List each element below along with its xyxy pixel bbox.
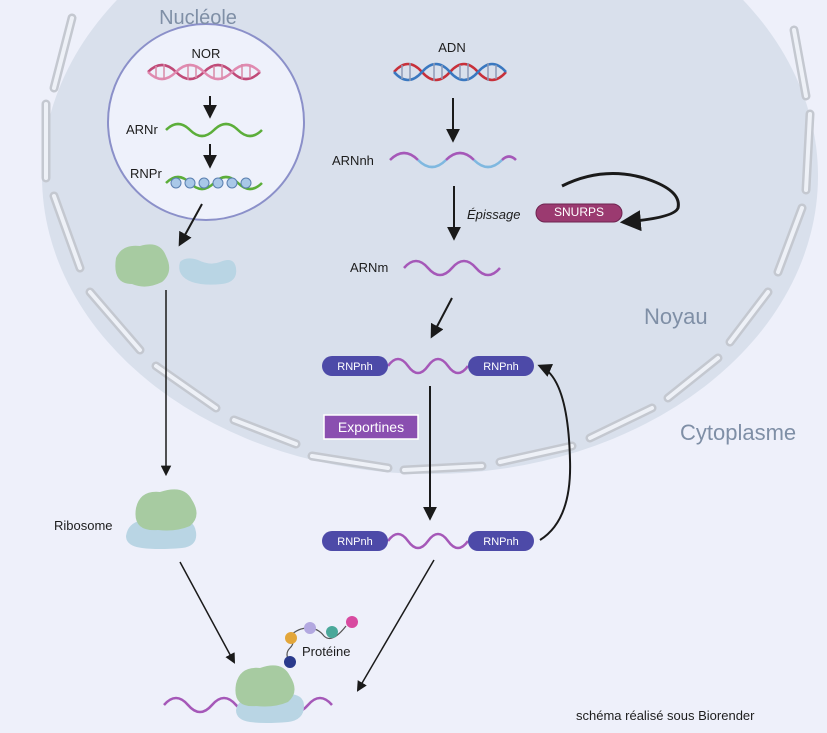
rnpnh-complex-nuclear — [322, 356, 534, 376]
exportines-label: Exportines — [338, 419, 404, 435]
snurps-label: SNURPS — [554, 205, 604, 219]
proteine-label: Protéine — [302, 644, 350, 659]
translating-ribosome — [235, 665, 304, 723]
rnpnh-complex-cytoplasmic — [322, 531, 534, 551]
rnpnh-label-cyto-left: RNPnh — [337, 536, 372, 548]
arrow-rnpr-to-subunits — [178, 203, 203, 247]
rnpr-label: RNPr — [130, 166, 162, 181]
adn-label: ADN — [438, 40, 465, 55]
arnr-label: ARNr — [126, 122, 158, 137]
arrow-snurps-cycle — [561, 172, 680, 232]
exportines-box — [323, 414, 419, 440]
arnm-label: ARNm — [350, 260, 388, 275]
rnpnh-label-cyto-right: RNPnh — [483, 536, 518, 548]
arrow-arnm-to-rnpnh — [430, 297, 453, 339]
arnnh-strand — [389, 151, 517, 169]
arrow-ribosome-to-translation — [179, 561, 235, 664]
cytoplasme-label: Cytoplasme — [680, 420, 796, 445]
protein-chain — [284, 616, 358, 668]
epissage-label: Épissage — [467, 207, 520, 222]
rnpr-complex — [165, 175, 263, 191]
noyau-label: Noyau — [644, 304, 708, 329]
snurps-pill — [535, 203, 623, 223]
nucleolus — [107, 23, 305, 221]
adn-dna-helix — [393, 62, 507, 82]
ribosome-large-subunit — [115, 244, 170, 287]
arnm-strand — [403, 259, 501, 277]
arrow-rnpnh-recycle — [537, 363, 572, 541]
nuclear-envelope — [41, 13, 815, 475]
rnpnh-label-nuclear-left: RNPnh — [337, 361, 372, 373]
rrna-strand — [165, 122, 263, 138]
arnnh-label: ARNnh — [332, 153, 374, 168]
ribosome-small-subunit — [179, 258, 237, 285]
credit-text: schéma réalisé sous Biorender — [576, 708, 755, 723]
nucleole-title: Nucléole — [159, 7, 237, 29]
nor-label: NOR — [192, 46, 221, 61]
arrow-mrna-to-translation — [356, 559, 435, 692]
rnpnh-label-nuclear-right: RNPnh — [483, 361, 518, 373]
ribosome-label: Ribosome — [54, 518, 113, 533]
nor-dna-helix — [147, 63, 261, 81]
ribosome-assembled — [126, 489, 197, 549]
